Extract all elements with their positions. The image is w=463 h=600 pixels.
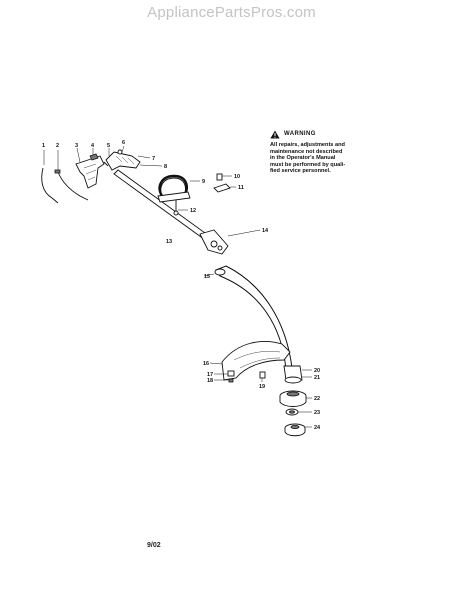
handle-bolt: [173, 200, 188, 216]
handle-clamp: [213, 173, 236, 193]
callout-7: 7: [152, 156, 155, 162]
date-code: 9/02: [147, 542, 161, 549]
callout-12: 12: [190, 208, 196, 214]
callout-17: 17: [207, 372, 213, 378]
callout-1: 1: [42, 143, 45, 149]
handle-housing: [103, 145, 163, 171]
upper-drive-shaft: [113, 169, 261, 255]
callout-14: 14: [262, 228, 269, 234]
warning-line: must be performed by quali-: [270, 161, 346, 168]
gear-head: [283, 365, 312, 384]
callout-18: 18: [207, 378, 213, 384]
callout-5: 5: [107, 143, 110, 149]
callout-24: 24: [314, 425, 321, 431]
bump-knob: [284, 423, 312, 437]
warning-line: in the Operator's Manual: [270, 155, 336, 162]
spool-washer: [285, 408, 312, 416]
watermark: AppliancePartsPros.com: [147, 4, 316, 21]
callout-3: 3: [75, 143, 78, 149]
throttle-cable: [41, 150, 89, 204]
warning-line: All repairs, adjustments and: [270, 142, 345, 148]
trimmer-guard: [209, 341, 291, 381]
callout-11: 11: [238, 185, 244, 191]
guard-screws: [214, 370, 235, 383]
callout-8: 8: [164, 164, 167, 170]
callout-16: 16: [203, 361, 209, 367]
callout-15: 15: [204, 274, 210, 280]
spool-housing: [279, 390, 312, 407]
callout-2: 2: [56, 143, 59, 149]
throttle-housing: [75, 147, 105, 189]
warning-notice: WARNING All repairs, adjustments and mai…: [270, 130, 380, 175]
warning-line: fied service personnel.: [270, 168, 331, 175]
warning-line: maintenance not described: [270, 148, 343, 155]
callout-4: 4: [91, 143, 95, 149]
callout-20: 20: [314, 368, 320, 374]
warning-title: WARNING: [284, 131, 316, 138]
callout-22: 22: [314, 396, 320, 402]
guard-spacer: [259, 371, 266, 382]
callout-19: 19: [259, 384, 265, 390]
callout-21: 21: [314, 375, 320, 381]
warning-triangle-icon: [270, 130, 280, 139]
loop-handle: [157, 174, 200, 203]
warning-header: WARNING: [270, 130, 380, 139]
callout-23: 23: [314, 410, 320, 416]
callout-9: 9: [202, 179, 205, 185]
callout-13: 13: [166, 239, 172, 245]
callout-6: 6: [122, 140, 125, 146]
callout-10: 10: [234, 174, 240, 180]
